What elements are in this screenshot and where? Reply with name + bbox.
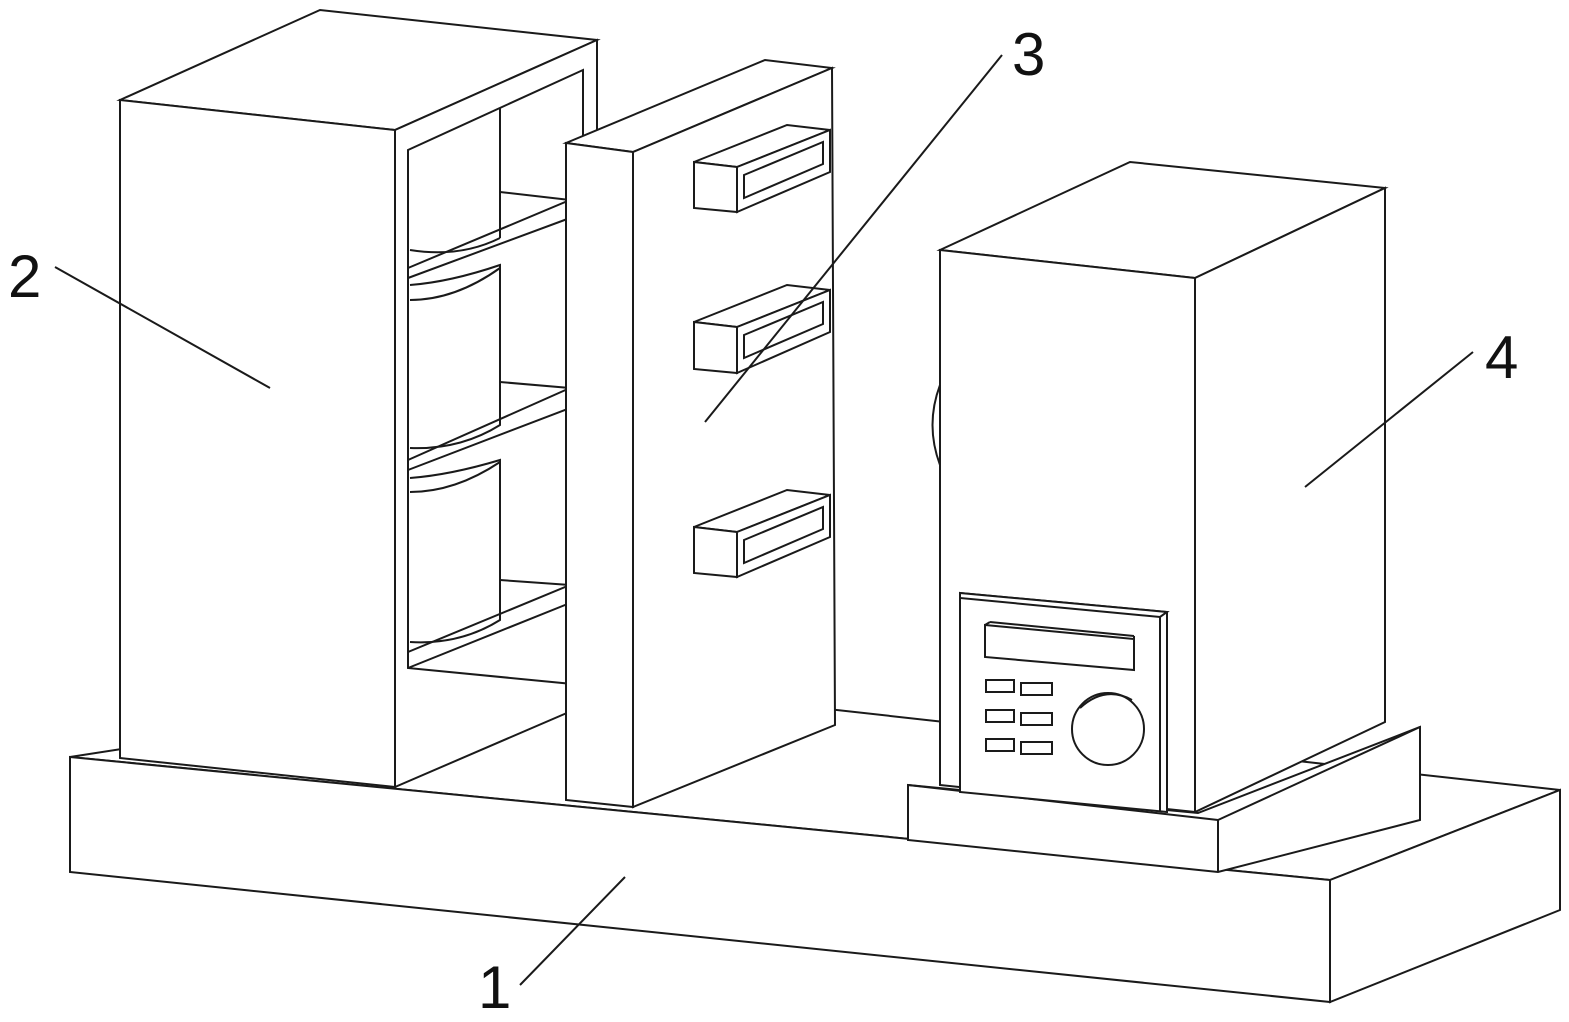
panel-front-face: [565, 141, 634, 809]
callout-label-1: 1: [478, 954, 511, 1021]
cylinder-3: [409, 458, 501, 644]
cylinder-2: [409, 263, 501, 450]
leader-line-4: [1304, 351, 1474, 488]
slot-box-2: [693, 283, 831, 375]
shelf-edge-2: [499, 381, 571, 389]
side-knob-bulge: [931, 384, 941, 466]
callout-label-4: 4: [1485, 324, 1518, 391]
slot-box-1: [693, 123, 831, 214]
shelf-edge-1: [499, 191, 571, 201]
control-base-plinth: [907, 725, 1421, 874]
control-side-face: [1194, 186, 1386, 814]
leader-line-2: [54, 266, 271, 389]
slot-box-3: [693, 488, 831, 579]
control-panel: [959, 591, 1170, 814]
cabinet-opening: [407, 68, 584, 687]
callout-label-2: 2: [8, 243, 41, 310]
keypad: [985, 679, 1053, 755]
callout-label-3: 3: [1012, 21, 1045, 88]
base-right-face: [1329, 788, 1561, 1004]
cylinder-1: [409, 108, 501, 254]
control-unit: [907, 160, 1421, 874]
panel-side-face: [632, 66, 837, 809]
dial-knob: [1071, 692, 1145, 766]
cabinet-front-face: [119, 98, 396, 789]
leader-line-1: [519, 876, 626, 986]
storage-cabinet: [116, 8, 601, 789]
display-screen: [984, 621, 1135, 672]
shelf-edge-3: [499, 579, 571, 586]
leader-line-3: [704, 54, 1003, 423]
slot-panel: [562, 58, 837, 809]
